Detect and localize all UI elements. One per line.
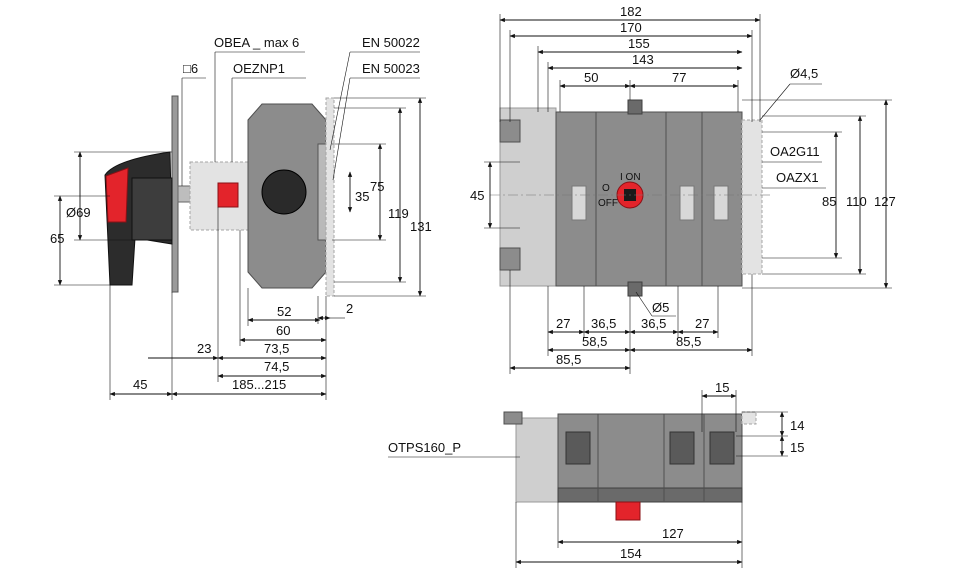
label-obea: OBEA _ max 6: [214, 35, 299, 50]
label-oazx1: OAZX1: [776, 170, 819, 185]
handle-red-grip: [105, 167, 129, 223]
side-view: OBEA _ max 6 EN 50022 □6 OEZNP1 EN 50023…: [50, 35, 432, 400]
bottom-view: OTPS160_P 15 14 15 127 154: [388, 380, 804, 568]
dim-w127: 127: [662, 526, 684, 541]
dim-w77: 77: [672, 70, 686, 85]
shaft-coupling-red: [217, 182, 239, 208]
dim-w36-5a: 36,5: [591, 316, 616, 331]
dim-w182: 182: [620, 4, 642, 19]
dim-h110: 110: [846, 194, 867, 209]
dim-h35: 35: [355, 189, 369, 204]
terminal-window-3: [679, 185, 695, 221]
front-left-lug-bottom: [499, 247, 521, 271]
dim-w143: 143: [632, 52, 654, 67]
dim-h75: 75: [370, 179, 384, 194]
dim-w85-5l: 85,5: [556, 352, 581, 367]
dim-h14: 14: [790, 418, 804, 433]
dim-d69: Ø69: [66, 205, 91, 220]
label-en50023: EN 50023: [362, 61, 420, 76]
dim-h85: 85: [822, 194, 836, 209]
bottom-left-accessory: [515, 417, 559, 503]
label-otps: OTPS160_P: [388, 440, 461, 455]
dim-h15: 15: [790, 440, 804, 455]
front-switch-body: [555, 111, 743, 287]
dim-h119: 119: [388, 206, 409, 221]
dim-w27b: 27: [695, 316, 709, 331]
bottom-right-aux: [741, 411, 757, 425]
dim-h45: 45: [470, 188, 484, 203]
label-off: OFF: [598, 198, 618, 209]
switch-knob-side: [261, 169, 307, 215]
bottom-left-lug: [503, 411, 523, 425]
dim-w36-5b: 36,5: [641, 316, 666, 331]
terminal-window-1: [571, 185, 587, 221]
bottom-base-strip: [557, 487, 743, 503]
dim-w23: 23: [197, 341, 211, 356]
label-shaft-square: □6: [183, 61, 198, 76]
dim-w85-5r: 85,5: [676, 334, 701, 349]
bottom-terminal-1: [565, 431, 591, 465]
door-plate: [171, 95, 179, 293]
dim-w50: 50: [584, 70, 598, 85]
front-bottom-tab: [627, 281, 643, 297]
dim-w185-215: 185...215: [232, 377, 286, 392]
handle-base: [131, 177, 173, 241]
dim-w74-5: 74,5: [264, 359, 289, 374]
dim-w73-5: 73,5: [264, 341, 289, 356]
dim-w154: 154: [620, 546, 642, 561]
dim-w52: 52: [277, 304, 291, 319]
label-oeznp1: OEZNP1: [233, 61, 285, 76]
mounting-plate-outline: [325, 97, 335, 297]
front-view: I ON O OFF 182 170 155 143 50 77 Ø4,5 OA…: [470, 4, 896, 374]
front-aux-contacts: [741, 119, 763, 275]
front-left-lug-top: [499, 119, 521, 143]
dim-w15: 15: [715, 380, 729, 395]
label-oa2g11: OA2G11: [770, 144, 820, 159]
terminal-window-4: [713, 185, 729, 221]
dim-h127: 127: [874, 194, 896, 209]
dim-w170: 170: [620, 20, 642, 35]
dim-d4-5: Ø4,5: [790, 66, 818, 81]
dim-w155: 155: [628, 36, 650, 51]
bottom-shaft-red: [615, 501, 641, 521]
dim-w27a: 27: [556, 316, 570, 331]
dim-w60: 60: [276, 323, 290, 338]
dim-h131: 131: [410, 219, 432, 234]
label-en50022: EN 50022: [362, 35, 420, 50]
dim-w2: 2: [346, 301, 353, 316]
dim-w58-5: 58,5: [582, 334, 607, 349]
label-off-o: O: [602, 183, 610, 194]
front-top-tab: [627, 99, 643, 115]
bottom-terminal-4: [709, 431, 735, 465]
label-on: I ON: [620, 172, 641, 183]
dim-d5: Ø5: [652, 300, 669, 315]
dim-w45: 45: [133, 377, 147, 392]
bottom-terminal-3: [669, 431, 695, 465]
dim-h65: 65: [50, 231, 64, 246]
